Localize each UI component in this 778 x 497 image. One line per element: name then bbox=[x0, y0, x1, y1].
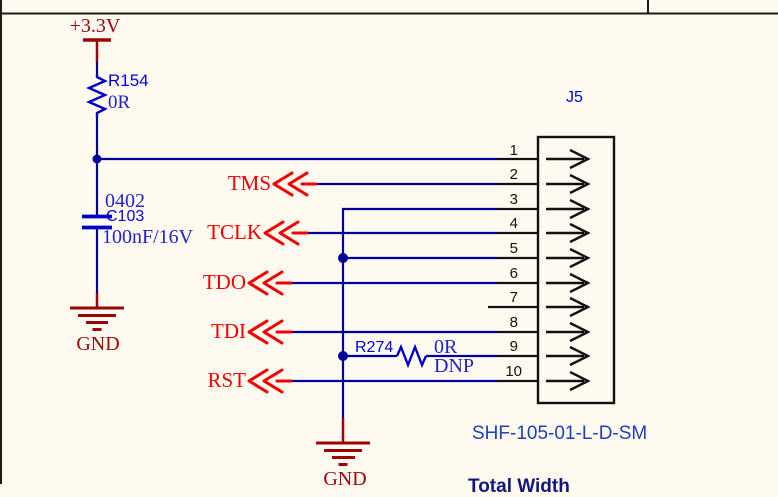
pin-arrow-icon bbox=[546, 370, 591, 392]
power-rail-label[interactable]: +3.3V bbox=[69, 15, 121, 37]
r154-value[interactable]: 0R bbox=[108, 92, 131, 113]
pin-arrow-icon bbox=[546, 296, 591, 318]
gnd-label-2[interactable]: GND bbox=[323, 468, 367, 490]
connector-designator[interactable]: J5 bbox=[566, 89, 583, 106]
pin-arrow-icon bbox=[546, 173, 591, 195]
gnd-label-1[interactable]: GND bbox=[76, 333, 120, 355]
r274-value[interactable]: 0R bbox=[434, 336, 458, 358]
schematic-wires[interactable] bbox=[95, 62, 497, 418]
tdi-port-icon[interactable] bbox=[247, 319, 293, 345]
pin-arrow-icon bbox=[546, 198, 591, 220]
junction-dot bbox=[338, 351, 348, 361]
pin-number-10: 10 bbox=[505, 363, 522, 380]
r274-dnp-note[interactable]: DNP bbox=[434, 355, 475, 377]
connector-pin-stubs bbox=[488, 157, 538, 383]
pin-number-8: 8 bbox=[509, 314, 518, 331]
pin-number-5: 5 bbox=[509, 240, 518, 257]
connector-j5-symbol[interactable] bbox=[488, 135, 616, 405]
net-label-tdi[interactable]: TDI bbox=[211, 319, 246, 343]
pin-number-9: 9 bbox=[509, 338, 518, 355]
pin-arrow-icon bbox=[546, 272, 591, 294]
c103-designator[interactable]: C103 bbox=[106, 208, 145, 225]
ground-symbol-1[interactable] bbox=[70, 293, 124, 331]
rst-port-icon[interactable] bbox=[247, 368, 293, 394]
tms-port-icon[interactable] bbox=[272, 171, 318, 197]
pin-number-7: 7 bbox=[509, 289, 518, 306]
c103-footprint[interactable]: 0402 bbox=[105, 190, 145, 212]
junction-dots[interactable] bbox=[92, 154, 349, 362]
tclk-port-icon[interactable] bbox=[263, 220, 309, 246]
junction-dot bbox=[92, 154, 102, 164]
pin-arrow-icon bbox=[546, 247, 591, 269]
connector-pin-arrows bbox=[546, 148, 591, 392]
pin-number-6: 6 bbox=[509, 265, 518, 282]
ground-symbol-2[interactable] bbox=[316, 418, 370, 466]
tdo-port-icon[interactable] bbox=[247, 270, 293, 296]
pin-arrow-icon bbox=[546, 321, 591, 343]
r154-designator[interactable]: R154 bbox=[108, 71, 149, 90]
junction-dot bbox=[338, 253, 348, 263]
pin-number-1: 1 bbox=[509, 142, 518, 159]
sheet-border bbox=[0, 0, 778, 484]
r274-designator[interactable]: R274 bbox=[355, 339, 394, 356]
pin-arrow-icon bbox=[546, 148, 591, 170]
net-label-rst[interactable]: RST bbox=[207, 368, 246, 392]
pin-arrow-icon bbox=[546, 222, 591, 244]
capacitor-c103-symbol[interactable] bbox=[82, 214, 112, 230]
resistor-r274-symbol[interactable] bbox=[395, 343, 428, 369]
pin-number-3: 3 bbox=[509, 191, 518, 208]
schematic-canvas bbox=[0, 0, 778, 484]
resistor-r154-symbol[interactable] bbox=[86, 74, 108, 117]
net-label-tclk[interactable]: TCLK bbox=[207, 220, 262, 244]
power-rail-symbol[interactable] bbox=[83, 38, 111, 62]
pin-arrow-icon bbox=[546, 345, 591, 367]
pin-number-4: 4 bbox=[509, 215, 518, 232]
net-label-tdo[interactable]: TDO bbox=[202, 270, 246, 294]
net-label-tms[interactable]: TMS bbox=[227, 171, 271, 195]
pin-number-2: 2 bbox=[509, 166, 518, 183]
c103-value[interactable]: 100nF/16V bbox=[102, 226, 194, 248]
clipped-bottom-text: Total Width bbox=[468, 476, 570, 497]
connector-part-number[interactable]: SHF-105-01-L-D-SM bbox=[472, 423, 648, 444]
